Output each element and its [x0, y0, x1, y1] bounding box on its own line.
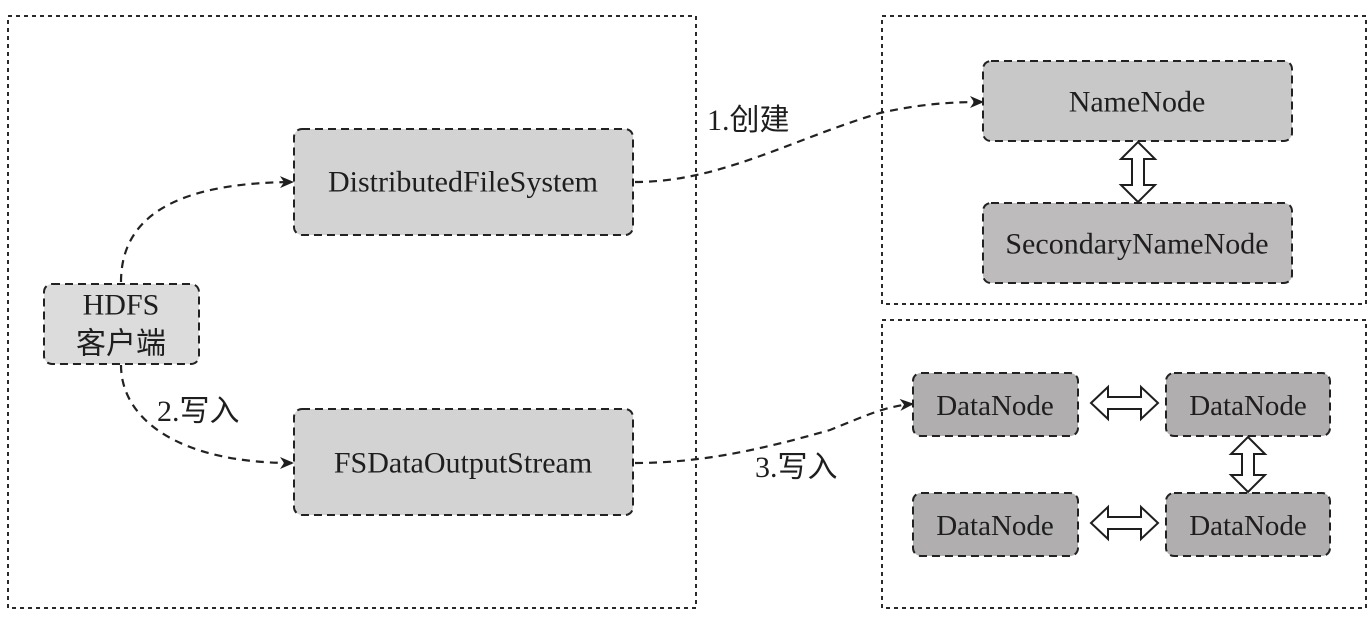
secondary-namenode-box — [982, 202, 1293, 284]
node-datanode-bottom-left[interactable]: DataNode — [912, 492, 1079, 557]
edge-label-write-datanode: 3.写入 — [755, 451, 838, 484]
node-distributed-file-system[interactable]: DistributedFileSystem — [293, 128, 634, 236]
datanode-bottom-right-box — [1165, 492, 1331, 557]
fsdos-label: FSDataOutputStream — [334, 447, 592, 480]
hdfs-client-label-line2: 客户端 — [76, 328, 166, 361]
hdfs-client-box — [43, 283, 200, 365]
node-datanode-bottom-right[interactable]: DataNode — [1165, 492, 1331, 557]
namenode-box — [982, 60, 1293, 142]
node-fs-data-output-stream[interactable]: FSDataOutputStream — [293, 408, 634, 516]
edge-client-to-dfs — [119, 176, 294, 283]
hdfs-client-label-line1: HDFS — [83, 289, 160, 322]
double-arrow-datanode-top-icon — [1089, 384, 1160, 422]
dfs-label: DistributedFileSystem — [328, 166, 598, 199]
node-datanode-top-left[interactable]: DataNode — [912, 372, 1079, 437]
datanode-top-left-label: DataNode — [936, 390, 1054, 422]
double-arrow-datanode-bottom-icon — [1089, 504, 1160, 542]
edge-label-write-client: 2.写入 — [157, 395, 240, 428]
datanode-group-frame — [881, 319, 1367, 609]
datanode-bottom-right-label: DataNode — [1189, 510, 1307, 542]
node-secondary-namenode[interactable]: SecondaryNameNode — [982, 202, 1293, 284]
dfs-box — [293, 128, 634, 236]
edge-fsdos-to-datanode — [634, 398, 914, 465]
client-group-frame — [7, 15, 697, 609]
datanode-bottom-left-box — [912, 492, 1079, 557]
double-arrow-datanode-vertical-icon — [1228, 435, 1268, 494]
datanode-bottom-left-label: DataNode — [936, 510, 1054, 542]
namenode-label: NameNode — [1069, 86, 1206, 119]
fsdos-box — [293, 408, 634, 516]
edge-client-to-fsdos — [119, 364, 294, 469]
node-datanode-top-right[interactable]: DataNode — [1165, 372, 1331, 437]
double-arrow-namenode-secondary-icon — [1118, 140, 1158, 204]
secondary-namenode-label: SecondaryNameNode — [1005, 228, 1268, 261]
node-hdfs-client[interactable]: HDFS 客户端 — [43, 283, 200, 365]
datanode-top-left-box — [912, 372, 1079, 437]
namenode-group-frame — [881, 15, 1367, 305]
node-namenode[interactable]: NameNode — [982, 60, 1293, 142]
datanode-top-right-label: DataNode — [1189, 390, 1307, 422]
edge-dfs-to-namenode — [634, 96, 984, 184]
edge-label-create: 1.创建 — [707, 104, 790, 137]
